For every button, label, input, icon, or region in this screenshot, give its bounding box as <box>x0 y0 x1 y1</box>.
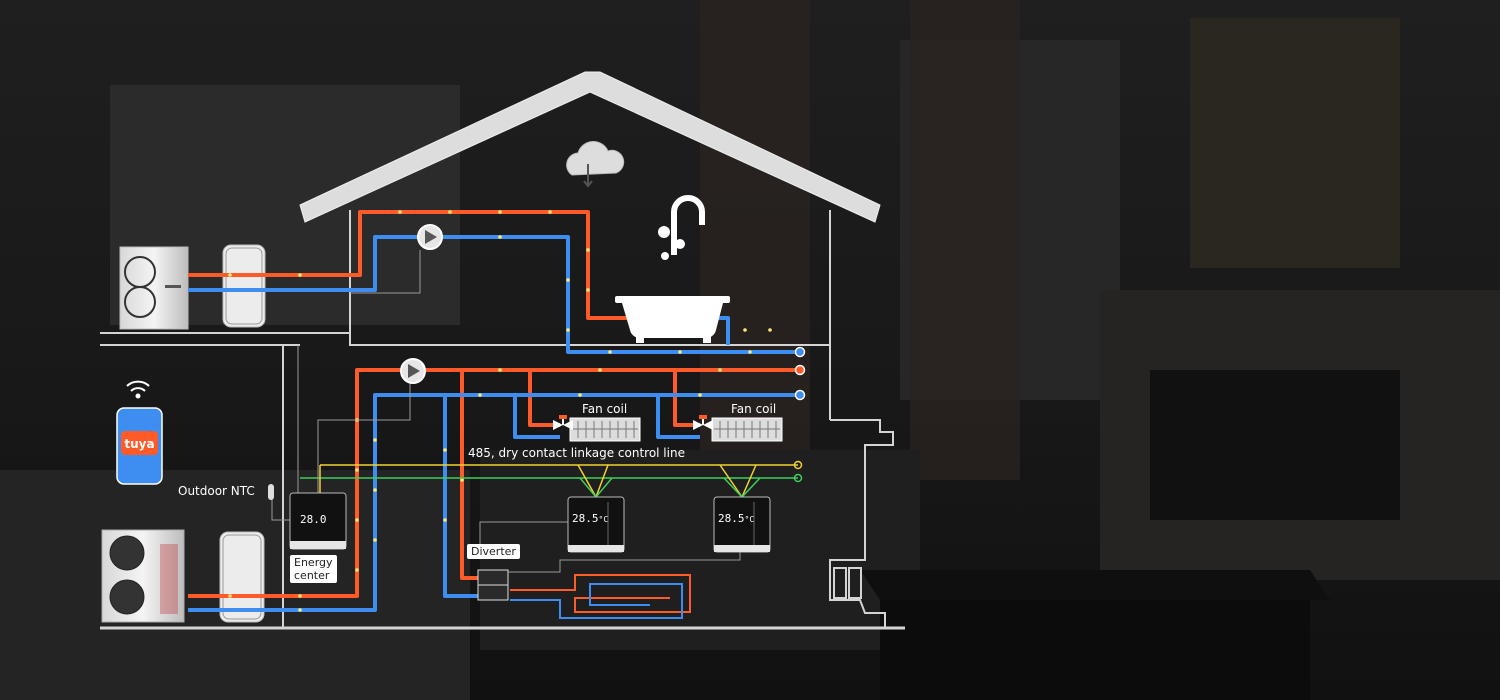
hot-water-pipes <box>188 210 800 598</box>
outdoor-unit-upper <box>119 246 189 330</box>
energy-center-controller <box>289 492 347 550</box>
fan-coil-label: Fan coil <box>731 402 777 416</box>
fan-coil-unit <box>569 417 641 442</box>
control-lines <box>300 464 798 499</box>
outdoor-unit-lower <box>101 529 185 623</box>
thermostat-temperature: 28.5°C <box>718 512 754 525</box>
outdoor-ntc-label: Outdoor NTC <box>178 484 255 498</box>
pipe-flow-dots <box>228 210 772 612</box>
thermostat-panel <box>713 496 771 553</box>
thermostat-panel <box>567 496 625 553</box>
pump-icon <box>417 224 443 250</box>
outdoor-ntc-sensor <box>268 484 274 500</box>
house-structure <box>100 71 905 630</box>
fan-coil-unit <box>711 417 783 442</box>
temperature-value: 28.5 <box>572 512 599 525</box>
energy-center-label: Energy center <box>290 555 337 583</box>
floor-upper <box>100 332 830 346</box>
pipe-end-caps <box>794 346 806 401</box>
coffee-table <box>860 570 1330 600</box>
diverter-valve <box>477 569 509 601</box>
temperature-unit: °C <box>744 515 755 524</box>
control-line-label: 485, dry contact linkage control line <box>468 446 685 460</box>
bathtub-icon <box>615 195 730 343</box>
wifi-icon <box>126 380 150 399</box>
tuya-app-logo: tuya <box>124 437 155 451</box>
roof <box>299 71 881 223</box>
pump-icon <box>400 358 426 384</box>
thermostat-temperature: 28.5°C <box>572 512 608 525</box>
temperature-unit: °C <box>598 515 609 524</box>
floor-heating-loop <box>510 574 691 619</box>
curtain-2 <box>910 0 1020 480</box>
energy-center-temperature: 28.0 <box>300 513 327 526</box>
curtain-1 <box>700 0 810 480</box>
temperature-value: 28.5 <box>718 512 745 525</box>
valve-icon <box>553 415 573 430</box>
fan-coil-label: Fan coil <box>582 402 628 416</box>
buffer-tank-lower <box>219 531 265 623</box>
sofa-back <box>480 450 920 650</box>
smartphone <box>116 407 163 485</box>
buffer-tank-upper <box>222 244 266 328</box>
control-line-ends <box>793 460 803 483</box>
valve-icon <box>693 415 713 430</box>
diverter-label: Diverter <box>467 544 520 559</box>
fireplace-opening <box>1150 370 1400 520</box>
wall-painting <box>1190 18 1400 268</box>
cloud-sync-icon <box>566 141 625 188</box>
cold-water-pipes <box>188 235 800 612</box>
